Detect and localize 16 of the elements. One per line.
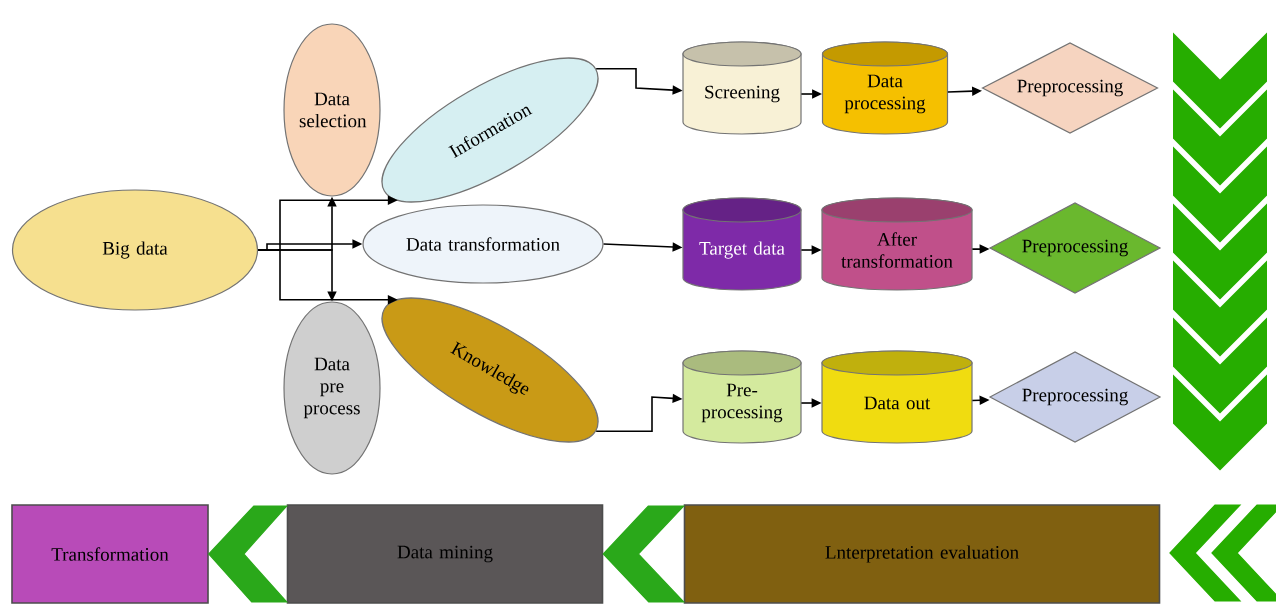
process-box: Lnterpretation evaluation xyxy=(683,504,1161,604)
ellipse-node: Data pre process xyxy=(283,301,381,475)
ellipse-node: Big data xyxy=(11,189,259,311)
cylinder-node: Target data xyxy=(682,197,802,291)
diamond-node: Preprocessing xyxy=(981,42,1159,134)
cylinder-node: Data processing xyxy=(821,41,949,135)
ellipse-node: Data transformation xyxy=(362,204,604,284)
chevron-arrow xyxy=(602,505,686,603)
ellipse-node: Data selection xyxy=(283,23,381,197)
process-box: Transformation xyxy=(11,504,209,604)
chevron-arrow xyxy=(208,505,289,603)
cylinder-node: Screening xyxy=(682,41,802,135)
cylinder-node: After transformation xyxy=(821,197,973,291)
process-box: Data mining xyxy=(286,504,604,604)
cylinder-node: Pre-processing xyxy=(682,350,802,444)
cylinder-node: Data out xyxy=(821,350,973,444)
